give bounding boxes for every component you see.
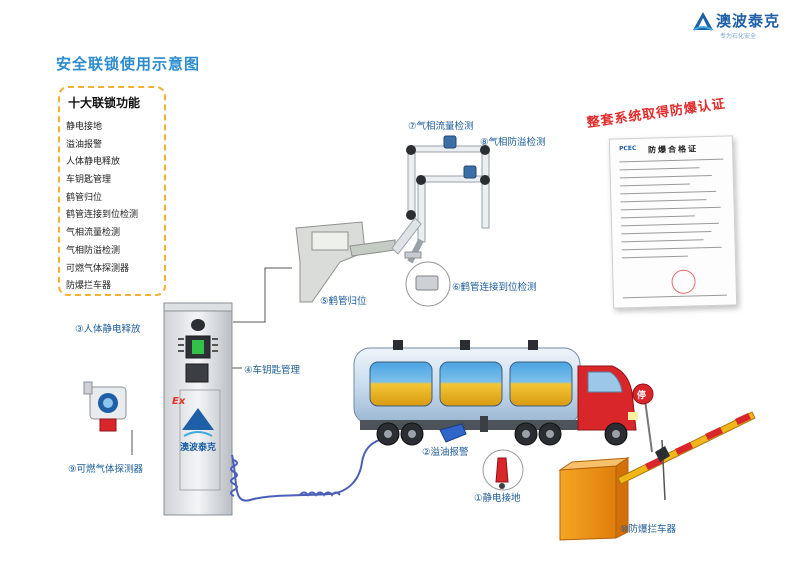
functions-panel-title: 十大联锁功能 <box>68 96 141 110</box>
cabinet-ex-mark: Ex <box>172 396 186 407</box>
list-item: 人体静电释放 <box>66 157 121 168</box>
callout-barrier-gate: ⑩防爆拦车器 <box>620 524 677 535</box>
coil-cable-icon <box>231 436 392 501</box>
callout-gas-overflow: ⑧气相防溢检测 <box>480 137 546 148</box>
certificate-logo: PCEC <box>618 144 637 153</box>
gas-detector-icon <box>84 382 126 431</box>
list-item: 车钥匙管理 <box>66 175 112 186</box>
stop-sign-label: 停 <box>637 389 646 401</box>
list-item: 可燃气体探测器 <box>66 263 130 274</box>
certificate-document: PCEC 防爆合格证 <box>608 135 738 309</box>
callout-arm-return: ⑤鹤管归位 <box>320 296 367 307</box>
callout-arm-connection: ⑥鹤管连接到位检测 <box>452 282 537 293</box>
callout-gas-flow: ⑦气相流量检测 <box>408 121 474 132</box>
list-item: 静电接地 <box>66 122 103 132</box>
loading-arm-icon <box>296 136 490 302</box>
list-item: 鹤管连接到位检测 <box>66 210 139 221</box>
callout-body-static: ③人体静电释放 <box>75 324 141 335</box>
functions-panel: 十大联锁功能 静电接地 溢油报警 人体静电释放 车钥匙管理 鹤管归位 鹤管连接到… <box>58 86 166 296</box>
list-item: 气相流量检测 <box>66 228 121 239</box>
brand-slogan: 专为石化安全 <box>720 33 757 40</box>
functions-list: 静电接地 溢油报警 人体静电释放 车钥匙管理 鹤管归位 鹤管连接到位检测 气相流… <box>66 119 138 296</box>
certificate-stamp <box>671 269 696 295</box>
brand-logo: 澳波泰克 专为石化安全 <box>688 8 800 46</box>
ground-clamp-icon <box>440 416 523 490</box>
cabinet-icon <box>164 303 232 515</box>
callout-gas-detector: ⑨可燃气体探测器 <box>68 464 144 475</box>
callout-key-management: ④车钥匙管理 <box>244 365 301 376</box>
tanker-truck-icon <box>354 340 638 445</box>
list-item: 防爆拦车器 <box>66 281 112 292</box>
cabinet-brand-mark: 澳波泰克 <box>180 441 216 453</box>
callout-overfill-alarm: ②溢油报警 <box>422 447 469 458</box>
brand-logo-icon <box>693 12 713 31</box>
callout-static-ground: ①静电接地 <box>474 493 521 504</box>
barrier-gate-icon <box>560 384 755 540</box>
list-item: 鹤管归位 <box>66 192 103 203</box>
certificate-title: 防爆合格证 <box>647 144 699 155</box>
brand-name: 澳波泰克 <box>716 12 781 30</box>
list-item: 气相防溢检测 <box>66 245 121 256</box>
page-title: 安全联锁使用示意图 <box>56 55 201 73</box>
list-item: 溢油报警 <box>66 139 103 150</box>
